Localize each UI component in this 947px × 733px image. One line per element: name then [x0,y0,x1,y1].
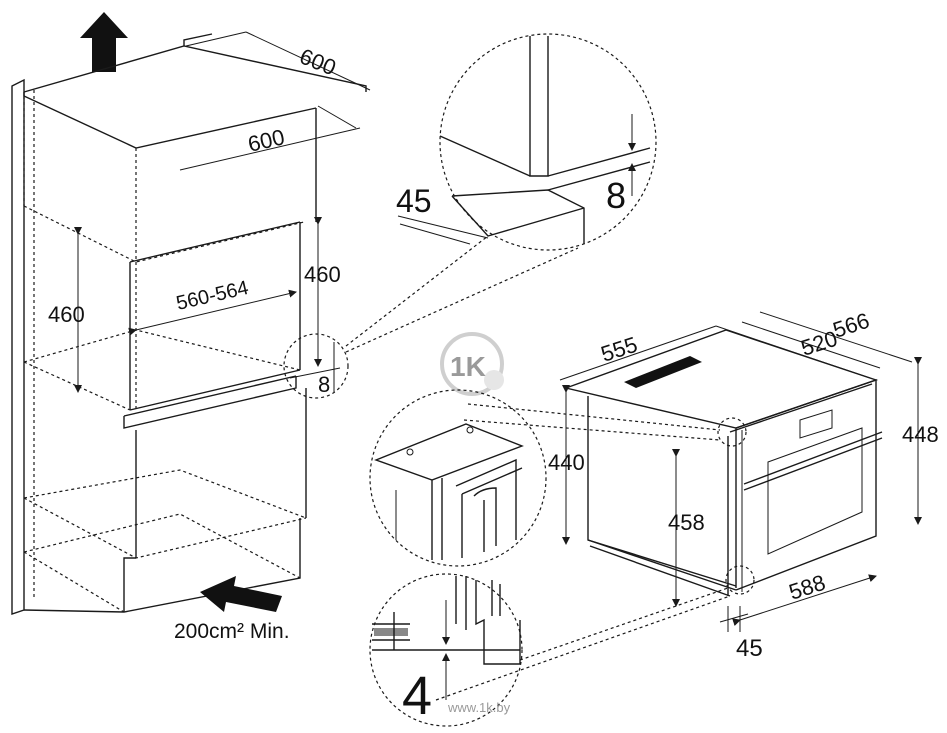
air-inlet-arrow-icon [200,576,282,612]
watermark-url: www.1k.by [447,700,511,715]
oven-front-offset-label: 45 [736,635,763,662]
cabinet-niche-width-label: 560-564 [174,277,250,315]
cabinet-drawing: 600 600 460 460 560-564 8 200cm² Min. [11,12,579,643]
cabinet-depth-inner-label: 600 [246,124,287,157]
detail-top-offset-label: 45 [396,183,432,219]
watermark-logo: 1K [440,332,504,396]
oven-depth-total-label: 566 [830,308,873,343]
cabinet-gap-small-label: 8 [318,372,330,397]
oven-drawing: 555 520 566 440 448 458 588 45 [435,308,939,701]
oven-height-cavity-label: 458 [668,510,705,535]
detail-bottom-gap-label: 4 [402,666,432,726]
cabinet-niche-height-right-label: 460 [304,262,341,287]
oven-depth-body-label: 555 [598,332,641,367]
oven-width-front-label: 588 [786,570,829,605]
detail-top: 45 8 [396,33,657,251]
cabinet-niche-height-left-label: 460 [48,302,85,327]
cabinet-depth-top-label: 600 [296,43,339,80]
detail-bottom: 4 [369,573,523,727]
detail-top-gap-label: 8 [606,175,626,216]
detail-oven-top [369,389,547,567]
oven-vent [624,356,702,388]
cabinet-ventilation-label: 200cm² Min. [174,620,290,643]
oven-height-body-label: 440 [548,450,585,475]
oven-height-front-label: 448 [902,422,939,447]
watermark-logo-text: 1K [450,351,486,382]
air-outlet-arrow-icon [80,12,128,72]
